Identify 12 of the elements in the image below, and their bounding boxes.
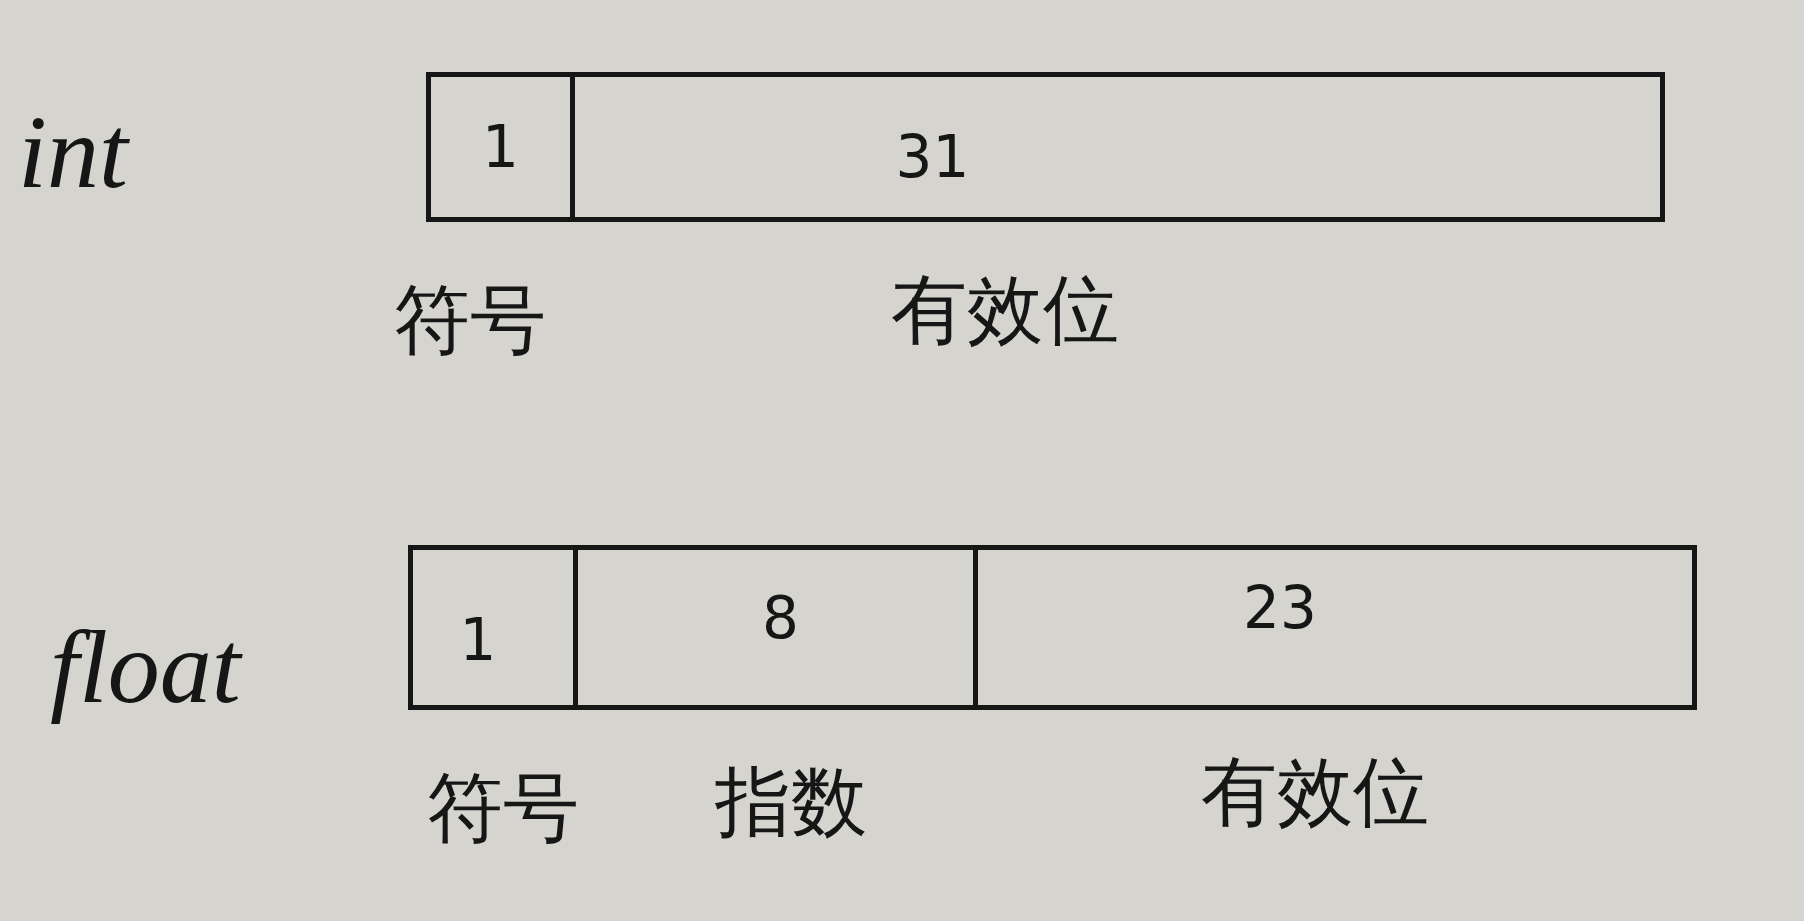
- field-label: 有效位: [890, 270, 1119, 350]
- type-label: float: [49, 608, 244, 726]
- field-label: 指数: [714, 762, 867, 842]
- field-label: 符号: [393, 280, 546, 360]
- field-label: 有效位: [1201, 752, 1429, 832]
- field-label: 符号: [427, 768, 579, 848]
- bit-count: 1: [482, 118, 519, 176]
- bit-count: 8: [762, 588, 799, 647]
- type-label: int: [17, 93, 131, 211]
- bit-count: 31: [895, 128, 970, 186]
- bit-count: 1: [459, 610, 497, 669]
- bit-count: 23: [1243, 578, 1317, 637]
